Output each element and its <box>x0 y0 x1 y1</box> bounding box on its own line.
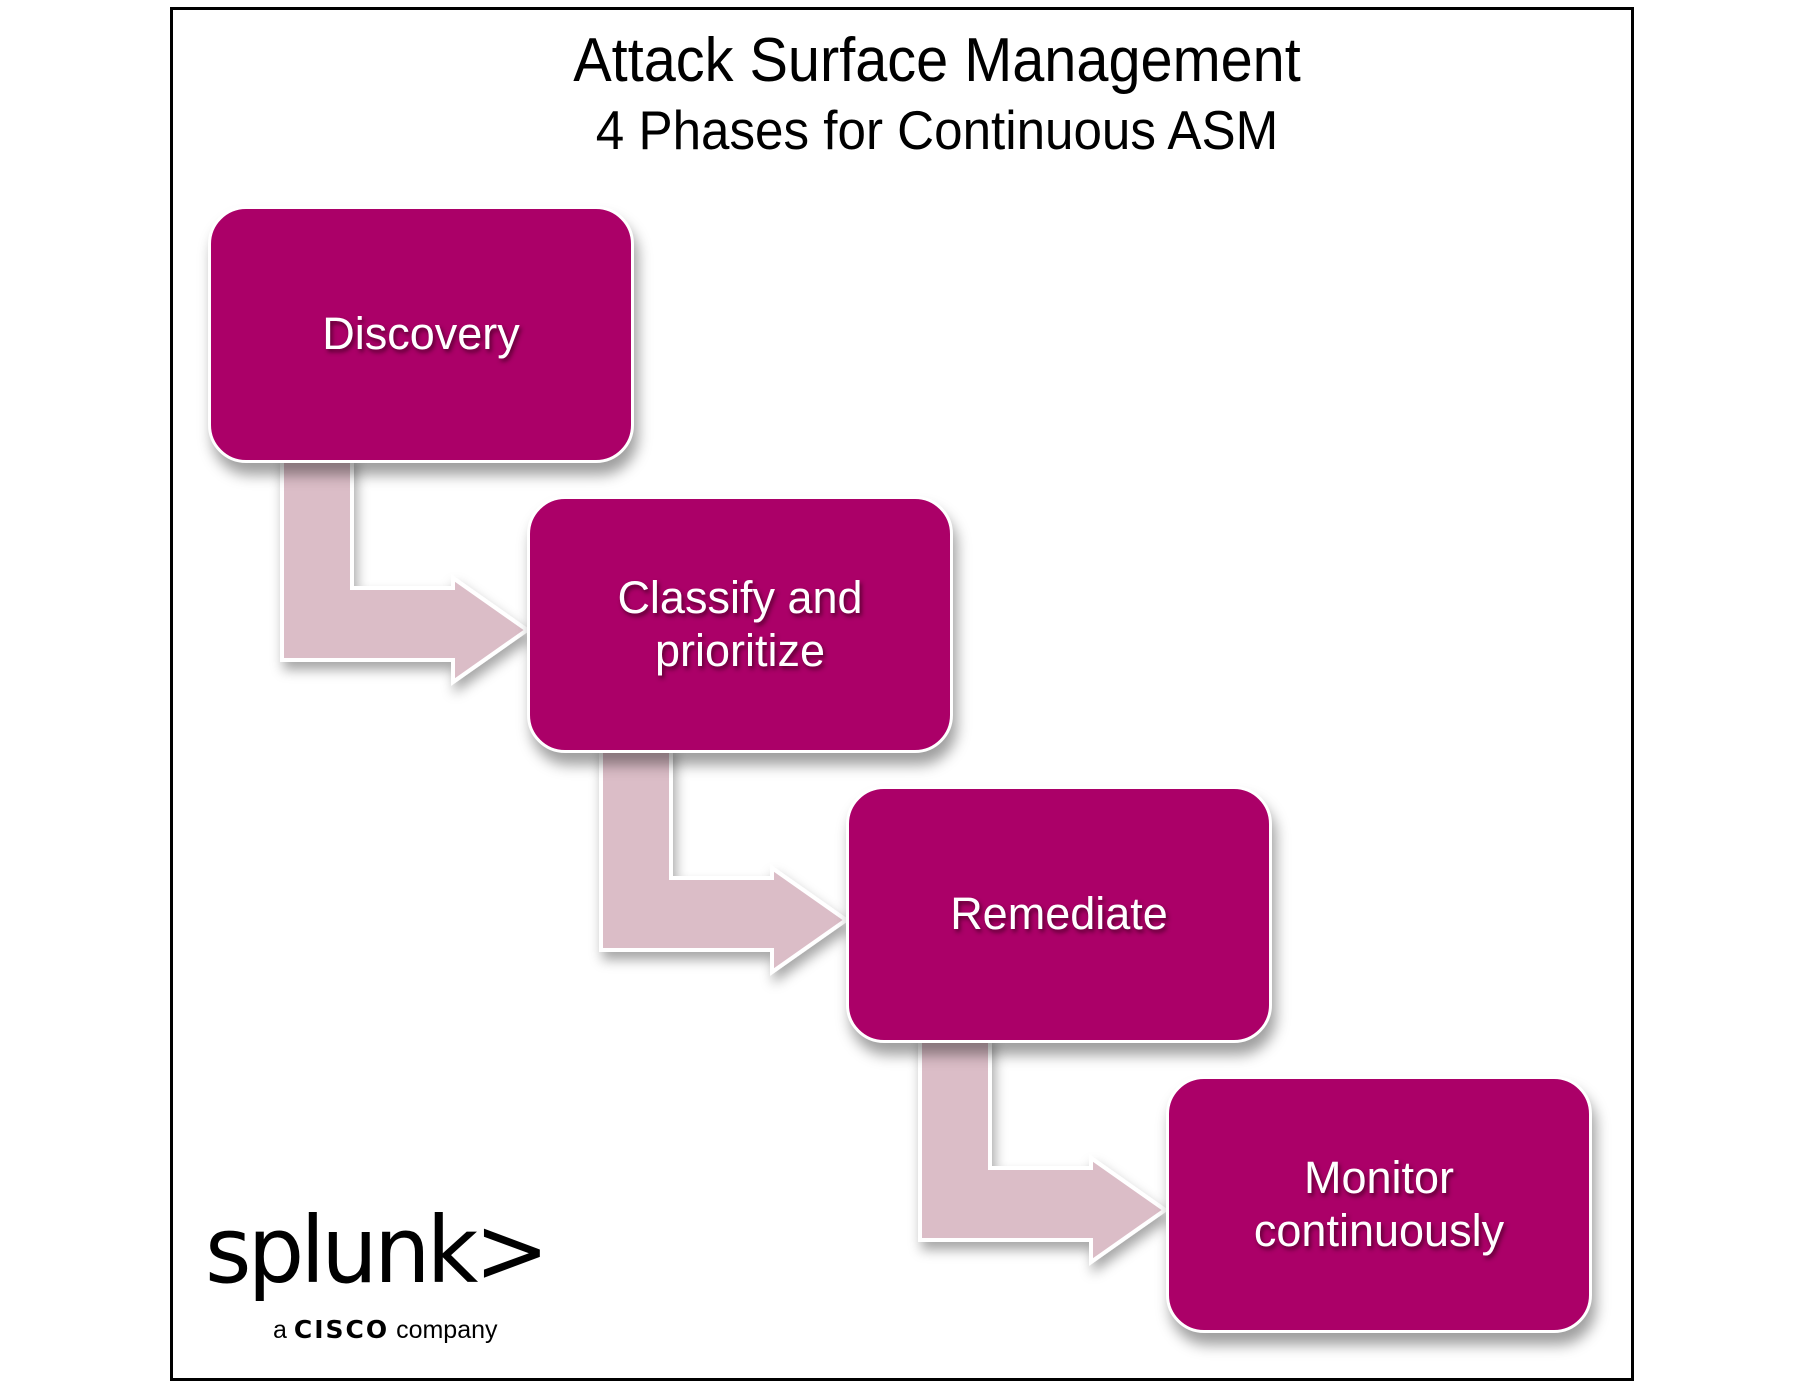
connector-arrow <box>918 1033 1169 1266</box>
phase-label-line: Remediate <box>950 888 1168 940</box>
tagline-prefix: a <box>273 1316 287 1344</box>
connector-arrow <box>280 453 531 686</box>
phase-box-discovery: Discovery <box>208 206 634 463</box>
phase-box-classify: Classify and prioritize <box>527 496 953 753</box>
connector-arrow <box>599 743 850 976</box>
tagline-suffix: company <box>396 1316 498 1344</box>
phase-label-line: prioritize <box>654 624 826 676</box>
cisco-tagline: a CISCO company <box>273 1315 498 1345</box>
phase-label-line: Discovery <box>322 308 520 360</box>
diagram-title: Attack Surface Management <box>573 26 1301 95</box>
splunk-wordmark: splunk> <box>205 1197 549 1304</box>
phase-label-line: Monitor <box>1303 1151 1455 1203</box>
phase-box-remediate: Remediate <box>846 786 1272 1043</box>
diagram-subtitle: 4 Phases for Continuous ASM <box>595 99 1279 161</box>
phase-label-line: continuously <box>1253 1204 1505 1256</box>
splunk-logo: splunk> a CISCO company <box>205 1197 549 1345</box>
phase-label-line: Classify and <box>617 571 863 623</box>
phase-box-monitor: Monitor continuously <box>1166 1076 1592 1333</box>
cisco-wordmark: CISCO <box>293 1315 390 1344</box>
